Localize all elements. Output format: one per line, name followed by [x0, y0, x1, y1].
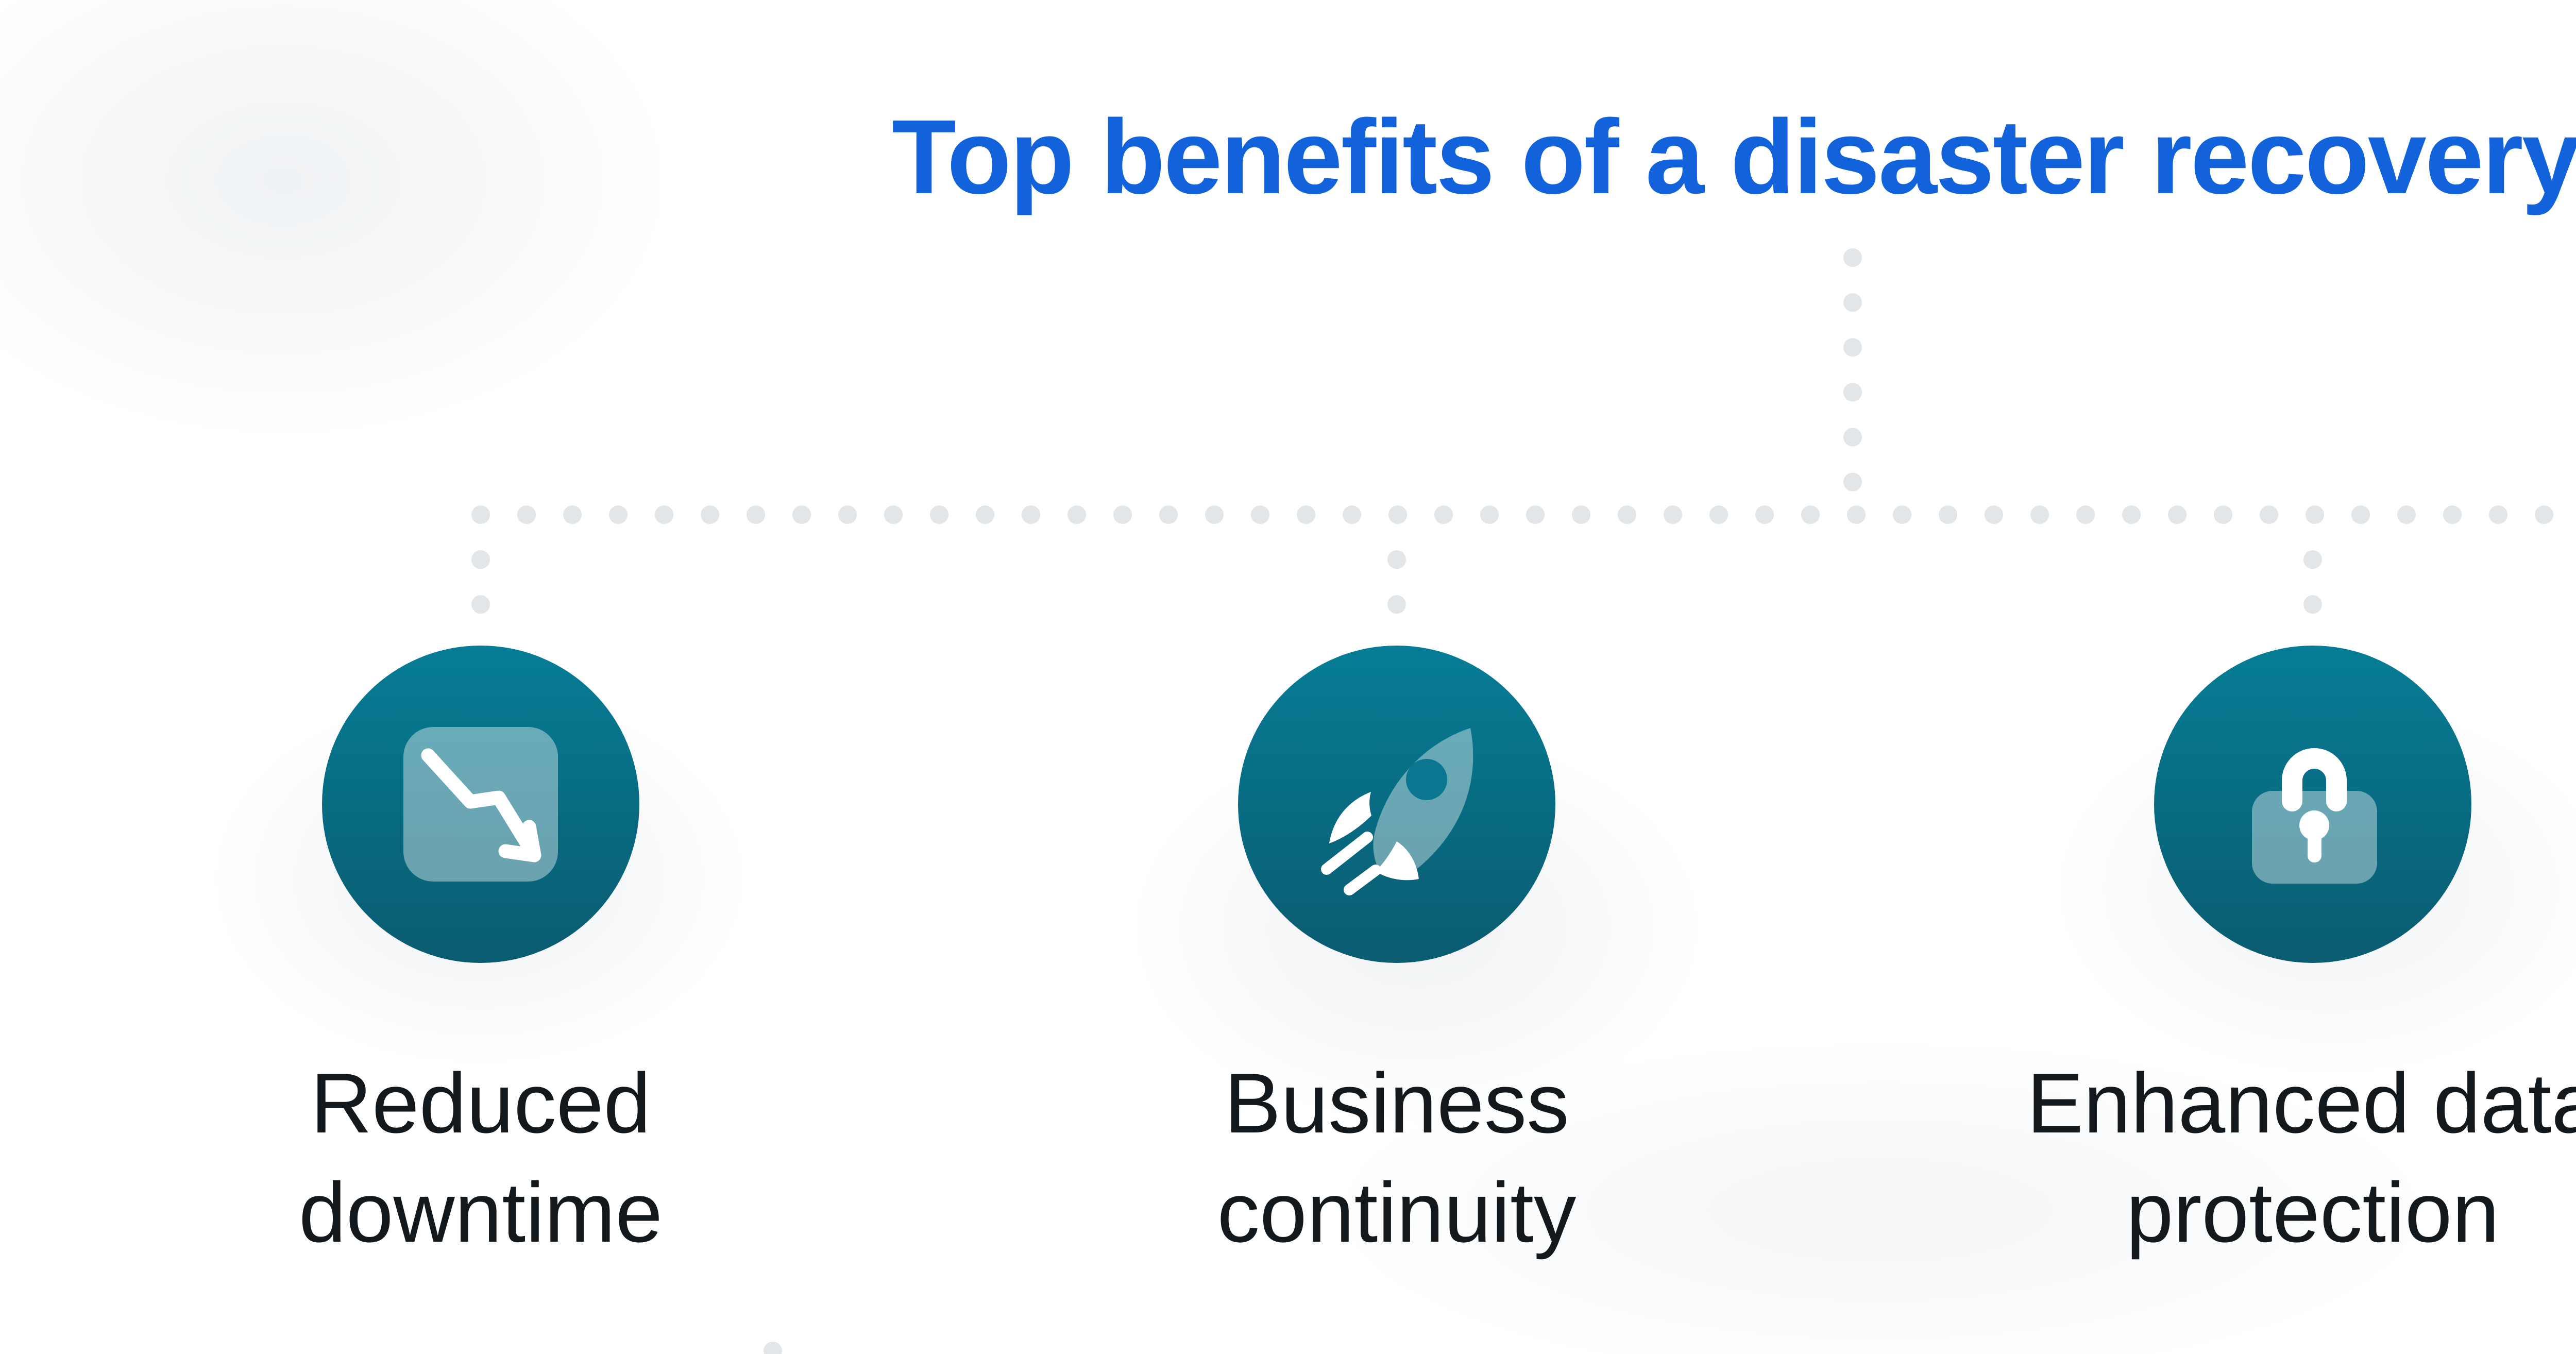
icon-circle: [322, 646, 639, 963]
icon-circle: [1238, 646, 1555, 963]
lock-icon: [2252, 748, 2377, 884]
benefit-label: Business continuity: [928, 1048, 1866, 1267]
icon-circle: [2154, 646, 2471, 963]
benefit-label: Reduced downtime: [12, 1048, 950, 1267]
connector-bottom-dot: [764, 1342, 782, 1354]
benefit-label-line: downtime: [298, 1165, 663, 1260]
benefit-label-line: protection: [2126, 1165, 2500, 1260]
benefit-label: Enhanced data protection: [1844, 1048, 2576, 1267]
benefit-label-line: continuity: [1217, 1165, 1577, 1260]
rocket-icon: [1321, 728, 1473, 895]
benefit-label-line: Business: [1224, 1056, 1569, 1150]
benefit-label-line: Enhanced data: [2026, 1056, 2576, 1150]
chart-decline-icon: [403, 727, 558, 882]
page-title: Top benefits of a disaster recovery plan: [891, 98, 2576, 216]
benefit-label-line: Reduced: [310, 1056, 651, 1150]
